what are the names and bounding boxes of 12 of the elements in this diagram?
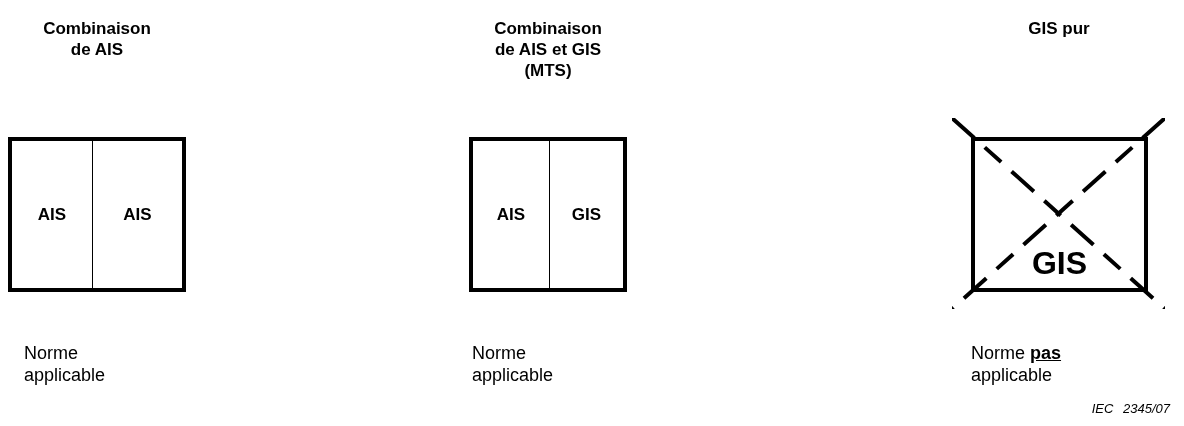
compartment-label: AIS xyxy=(496,204,526,225)
applicability-note: Norme pas applicable xyxy=(971,342,1063,386)
heading: Combinaison de AIS xyxy=(42,18,152,60)
heading: GIS pur xyxy=(1027,18,1091,39)
applicability-note: Norme applicable xyxy=(472,342,555,386)
box-label: GIS xyxy=(1030,245,1089,282)
heading: Combinaison de AIS et GIS (MTS) xyxy=(493,18,603,81)
compartment-label: AIS xyxy=(37,204,67,225)
applicability-note: Norme applicable xyxy=(24,342,107,386)
compartment-label: AIS xyxy=(123,204,152,225)
figure-reference: IEC 2345/07 xyxy=(1091,401,1170,416)
compartment-label: GIS xyxy=(571,204,602,225)
